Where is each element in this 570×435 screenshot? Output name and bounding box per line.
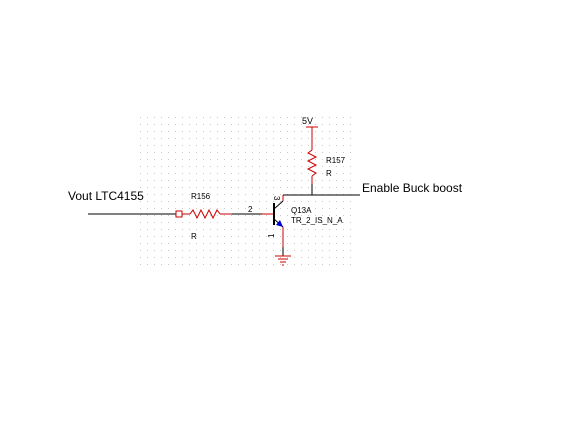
ground-symbol — [275, 255, 291, 266]
input-connector-pin — [175, 210, 183, 218]
input-net-label: Vout LTC4155 — [68, 189, 144, 203]
q13-part-label: TR_2_IS_N_A — [291, 216, 343, 225]
q13-transistor-symbol — [273, 200, 284, 228]
r156-value-label: R — [191, 232, 197, 241]
r156-resistor — [189, 208, 221, 220]
q13-base-pin-label: 2 — [248, 205, 253, 214]
r156-ref-label: R156 — [191, 192, 211, 201]
r157-value-label: R — [326, 169, 332, 178]
q13-emitter-pin-label: 1 — [267, 233, 276, 238]
schematic-grid — [140, 117, 351, 265]
supply-label: 5V — [302, 116, 313, 126]
r157-resistor — [306, 149, 318, 177]
output-net-label: Enable Buck boost — [362, 181, 463, 195]
r157-ref-label: R157 — [326, 156, 346, 165]
q13-ref-label: Q13A — [291, 206, 312, 215]
q13-collector-pin-label: 3 — [272, 196, 281, 201]
